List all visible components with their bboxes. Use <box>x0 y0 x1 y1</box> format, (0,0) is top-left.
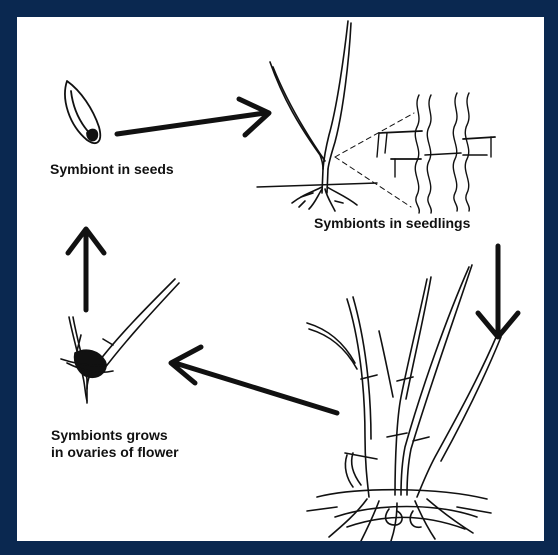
label-line: Symbionts grows <box>51 427 179 444</box>
arrow-flower-to-seed <box>68 229 104 310</box>
arrow-seed-to-seedling <box>117 99 269 135</box>
zoom-guide-lines <box>335 113 414 207</box>
mature-plant-illustration <box>307 265 501 541</box>
diagram-canvas <box>17 17 544 541</box>
label-symbiont-in-seeds: Symbiont in seeds <box>50 161 174 178</box>
flower-illustration <box>61 279 179 403</box>
life-cycle-diagram: Symbiont in seeds Symbionts in seedlings… <box>17 17 544 541</box>
label-line: Symbiont in seeds <box>50 161 174 177</box>
label-line: in ovaries of flower <box>51 444 179 461</box>
label-symbionts-in-seedlings: Symbionts in seedlings <box>314 215 470 232</box>
label-line: Symbionts in seedlings <box>314 215 470 231</box>
arrow-plant-to-flower <box>171 347 337 413</box>
arrow-seedling-to-plant <box>478 246 518 337</box>
label-symbionts-grows-in-ovaries: Symbionts grows in ovaries of flower <box>51 427 179 461</box>
seedling-illustration <box>257 21 377 211</box>
seed-illustration <box>65 81 100 143</box>
magnified-stem-illustration <box>377 93 495 213</box>
